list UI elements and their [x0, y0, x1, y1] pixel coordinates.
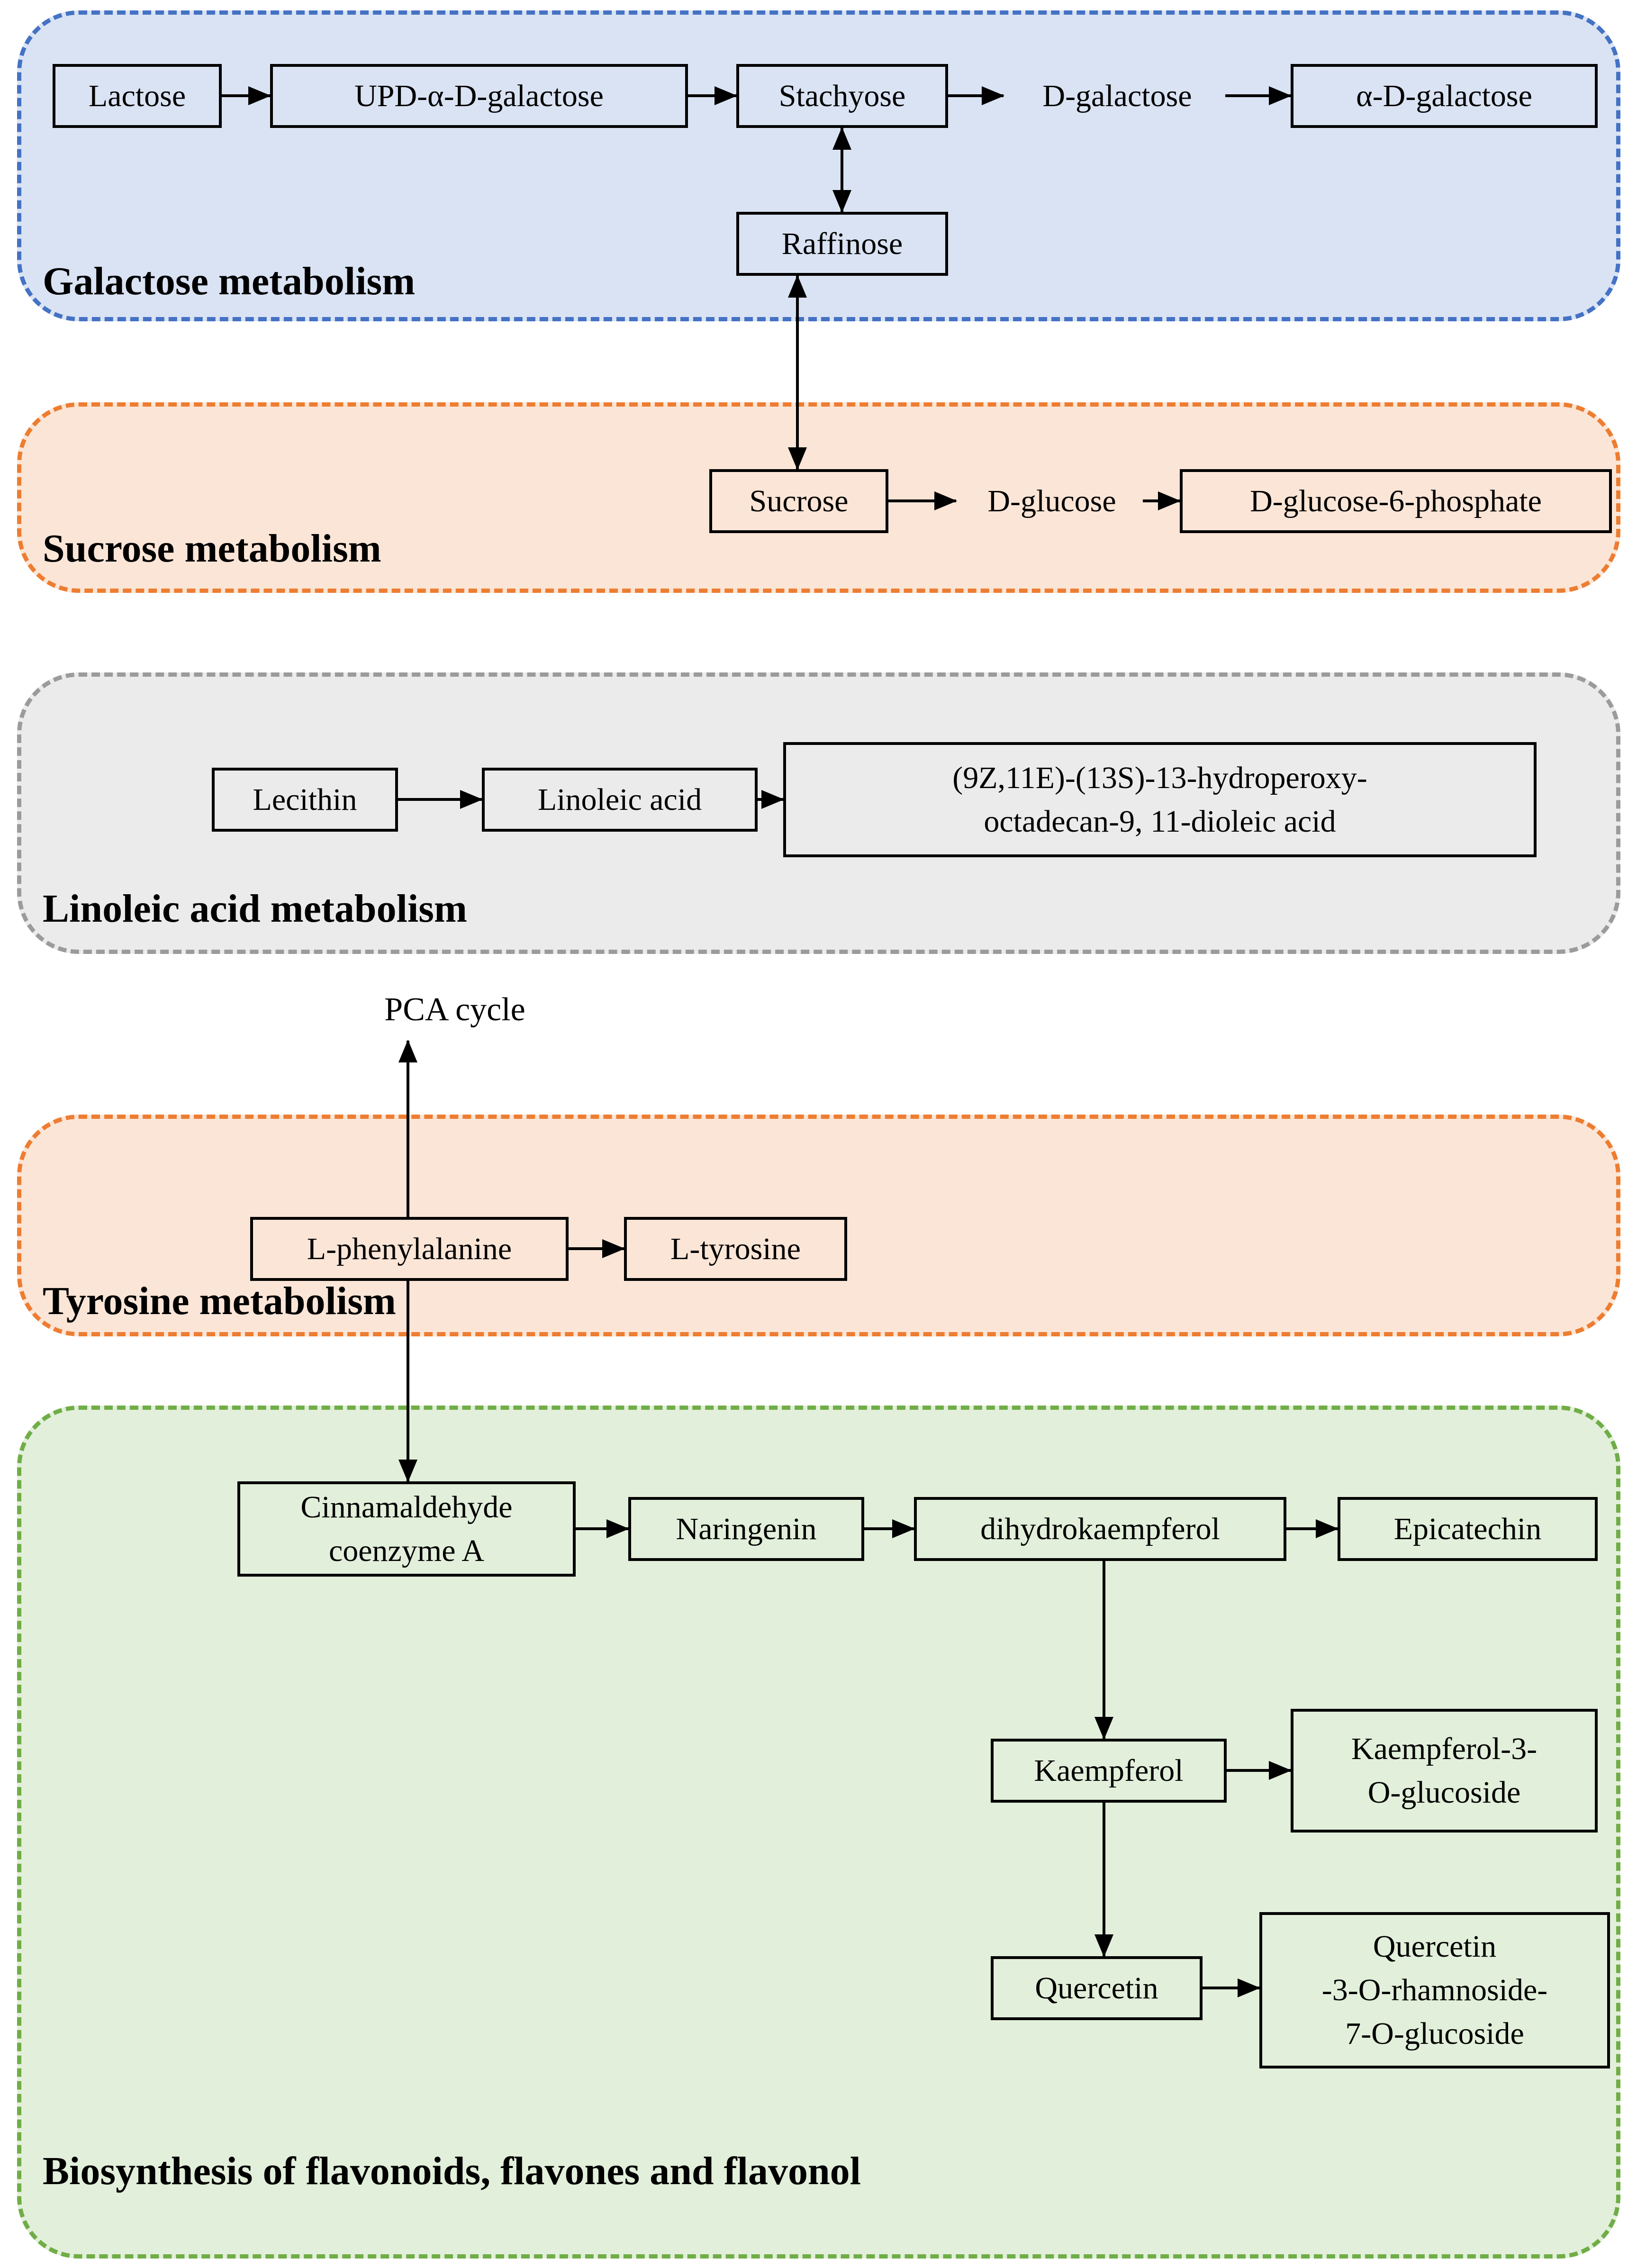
- label-linoleic-acid-metabolism: Linoleic acid metabolism: [43, 887, 467, 931]
- node-linoleic-acid: Linoleic acid: [482, 768, 758, 832]
- region-galactose-metabolism: [17, 10, 1620, 321]
- node-kaempferol: Kaempferol: [991, 1739, 1227, 1803]
- node-quercetin: Quercetin: [991, 1956, 1203, 2020]
- node-l-tyrosine: L-tyrosine: [624, 1217, 847, 1281]
- node-stachyose: Stachyose: [736, 64, 948, 128]
- node-sucrose: Sucrose: [709, 469, 888, 533]
- node-dihydrokaempferol: dihydrokaempferol: [914, 1497, 1286, 1561]
- node-quercetin-rhamnoside-glucoside: Quercetin -3-O-rhamnoside- 7-O-glucoside: [1259, 1912, 1610, 2068]
- node-epicatechin: Epicatechin: [1338, 1497, 1598, 1561]
- region-linoleic-acid-metabolism: [17, 672, 1620, 954]
- node-l-phenylalanine: L-phenylalanine: [250, 1217, 569, 1281]
- region-sucrose-metabolism: [17, 402, 1620, 593]
- node-kaempferol-3-o-glucoside: Kaempferol-3- O-glucoside: [1291, 1709, 1598, 1833]
- node-cinnamaldehyde-coenzyme-a: Cinnamaldehyde coenzyme A: [237, 1481, 576, 1577]
- node-d-glucose: D-glucose: [987, 483, 1116, 518]
- node-lecithin: Lecithin: [212, 768, 398, 832]
- label-sucrose-metabolism: Sucrose metabolism: [43, 526, 381, 571]
- node-a-d-galactose: α-D-galactose: [1291, 64, 1598, 128]
- node-d-glucose-6-phosphate: D-glucose-6-phosphate: [1180, 469, 1612, 533]
- node-hydroperoxy-octadecanoic-acid: (9Z,11E)-(13S)-13-hydroperoxy- octadecan…: [783, 742, 1537, 857]
- node-pca-cycle: PCA cycle: [384, 991, 525, 1028]
- node-d-galactose: D-galactose: [1042, 78, 1192, 113]
- node-naringenin: Naringenin: [628, 1497, 864, 1561]
- label-galactose-metabolism: Galactose metabolism: [43, 259, 416, 303]
- label-tyrosine-metabolism: Tyrosine metabolism: [43, 1279, 396, 1323]
- node-upd-a-d-galactose: UPD-α-D-galactose: [270, 64, 688, 128]
- label-flavonoid-biosynthesis: Biosynthesis of flavonoids, flavones and…: [43, 2149, 861, 2193]
- node-raffinose: Raffinose: [736, 212, 948, 276]
- node-lactose: Lactose: [53, 64, 222, 128]
- region-tyrosine-metabolism: [17, 1115, 1620, 1336]
